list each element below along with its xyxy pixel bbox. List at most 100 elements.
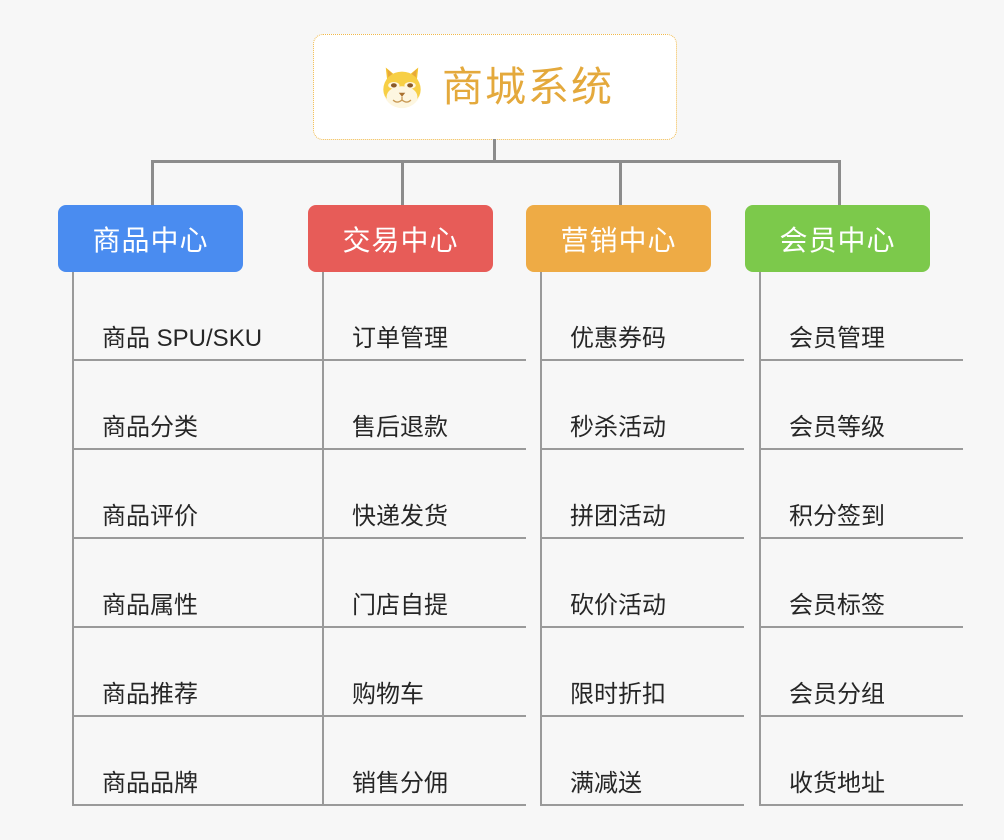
leaf-spine-4 [759, 272, 761, 806]
leaf-item[interactable]: 会员管理 [759, 272, 963, 361]
leaf-item-label: 商品推荐 [102, 680, 198, 708]
category-column-4: 会员中心会员管理会员等级积分签到会员标签会员分组收货地址 [745, 205, 963, 806]
leaf-item-underline: 会员管理 [759, 324, 963, 361]
connector-drop-1 [151, 160, 154, 208]
leaf-spine-3 [540, 272, 542, 806]
leaf-item-underline: 商品 SPU/SKU [72, 324, 331, 361]
leaf-item[interactable]: 积分签到 [759, 450, 963, 539]
leaf-list-3: 优惠券码秒杀活动拼团活动砍价活动限时折扣满减送 [540, 272, 744, 806]
leaf-item[interactable]: 满减送 [540, 717, 744, 806]
leaf-item[interactable]: 商品属性 [72, 539, 331, 628]
leaf-item-label: 限时折扣 [570, 680, 666, 708]
leaf-item[interactable]: 商品评价 [72, 450, 331, 539]
leaf-item-label: 订单管理 [352, 324, 448, 352]
leaf-spine-2 [322, 272, 324, 806]
leaf-item[interactable]: 商品分类 [72, 361, 331, 450]
leaf-item-underline: 砍价活动 [540, 591, 744, 628]
leaf-item[interactable]: 商品 SPU/SKU [72, 272, 331, 361]
leaf-item[interactable]: 限时折扣 [540, 628, 744, 717]
leaf-item-label: 商品 SPU/SKU [102, 324, 263, 352]
leaf-item-underline: 限时折扣 [540, 680, 744, 717]
category-header-1[interactable]: 商品中心 [58, 205, 243, 272]
leaf-item[interactable]: 秒杀活动 [540, 361, 744, 450]
leaf-list-4: 会员管理会员等级积分签到会员标签会员分组收货地址 [759, 272, 963, 806]
category-column-2: 交易中心订单管理售后退款快递发货门店自提购物车销售分佣 [308, 205, 526, 806]
leaf-item-underline: 快递发货 [322, 502, 526, 539]
leaf-item-underline: 会员分组 [759, 680, 963, 717]
leaf-item-label: 满减送 [570, 769, 642, 797]
leaf-item-underline: 会员等级 [759, 413, 963, 450]
leaf-item[interactable]: 商品品牌 [72, 717, 331, 806]
leaf-item-underline: 销售分佣 [322, 769, 526, 806]
connector-drop-3 [619, 160, 622, 208]
leaf-item[interactable]: 门店自提 [322, 539, 526, 628]
leaf-item-label: 会员等级 [789, 413, 885, 441]
leaf-item[interactable]: 购物车 [322, 628, 526, 717]
leaf-item-underline: 商品推荐 [72, 680, 331, 717]
leaf-item-label: 秒杀活动 [570, 413, 666, 441]
leaf-item[interactable]: 拼团活动 [540, 450, 744, 539]
leaf-item-underline: 商品评价 [72, 502, 331, 539]
leaf-item-underline: 购物车 [322, 680, 526, 717]
leaf-item-label: 积分签到 [789, 502, 885, 530]
leaf-item-underline: 拼团活动 [540, 502, 744, 539]
leaf-item[interactable]: 快递发货 [322, 450, 526, 539]
leaf-item[interactable]: 砍价活动 [540, 539, 744, 628]
leaf-item-underline: 优惠券码 [540, 324, 744, 361]
leaf-item-label: 快递发货 [352, 502, 448, 530]
leaf-item-underline: 满减送 [540, 769, 744, 806]
leaf-item-underline: 商品分类 [72, 413, 331, 450]
leaf-item-label: 会员分组 [789, 680, 885, 708]
leaf-item-label: 销售分佣 [352, 769, 448, 797]
leaf-list-1: 商品 SPU/SKU 商品分类商品评价商品属性商品推荐商品品牌 [72, 272, 331, 806]
root-title: 商城系统 [442, 63, 614, 110]
leaf-item-label: 门店自提 [352, 591, 448, 619]
leaf-item-underline: 门店自提 [322, 591, 526, 628]
category-header-label: 营销中心 [560, 224, 677, 256]
leaf-item[interactable]: 会员分组 [759, 628, 963, 717]
leaf-item[interactable]: 销售分佣 [322, 717, 526, 806]
leaf-item-label: 售后退款 [352, 413, 448, 441]
category-header-4[interactable]: 会员中心 [745, 205, 930, 272]
leaf-item-underline: 秒杀活动 [540, 413, 744, 450]
leaf-item[interactable]: 订单管理 [322, 272, 526, 361]
leaf-item-label: 拼团活动 [570, 502, 666, 530]
leaf-item[interactable]: 会员等级 [759, 361, 963, 450]
connector-drop-4 [838, 160, 841, 208]
leaf-item-label: 会员标签 [789, 591, 885, 619]
leaf-item[interactable]: 优惠券码 [540, 272, 744, 361]
leaf-item-underline: 订单管理 [322, 324, 526, 361]
category-header-label: 会员中心 [779, 224, 896, 256]
leaf-item-underline: 商品属性 [72, 591, 331, 628]
leaf-item-label: 会员管理 [789, 324, 885, 352]
leaf-item[interactable]: 商品推荐 [72, 628, 331, 717]
leaf-item-label: 砍价活动 [570, 591, 666, 619]
leaf-item-underline: 积分签到 [759, 502, 963, 539]
leaf-item-label: 商品评价 [102, 502, 198, 530]
leaf-item-label: 收货地址 [789, 769, 885, 797]
root-node[interactable]: 商城系统 [313, 34, 677, 140]
leaf-item-underline: 商品品牌 [72, 769, 331, 806]
leaf-spine-1 [72, 272, 74, 806]
category-header-2[interactable]: 交易中心 [308, 205, 493, 272]
leaf-item-label: 商品分类 [102, 413, 198, 441]
connector-drop-2 [401, 160, 404, 208]
leaf-item-label: 购物车 [352, 680, 424, 708]
category-column-1: 商品中心商品 SPU/SKU 商品分类商品评价商品属性商品推荐商品品牌 [58, 205, 331, 806]
category-header-label: 交易中心 [342, 224, 459, 256]
category-column-3: 营销中心优惠券码秒杀活动拼团活动砍价活动限时折扣满减送 [526, 205, 744, 806]
leaf-item[interactable]: 收货地址 [759, 717, 963, 806]
connector-root-vertical [493, 139, 496, 162]
leaf-item-label: 优惠券码 [570, 324, 666, 352]
category-header-label: 商品中心 [92, 224, 209, 256]
leaf-item-label: 商品属性 [102, 591, 198, 619]
leaf-item[interactable]: 会员标签 [759, 539, 963, 628]
leaf-item-underline: 收货地址 [759, 769, 963, 806]
leaf-item-underline: 会员标签 [759, 591, 963, 628]
leaf-item-label: 商品品牌 [102, 769, 198, 797]
leaf-item[interactable]: 售后退款 [322, 361, 526, 450]
leaf-item-underline: 售后退款 [322, 413, 526, 450]
leaf-list-2: 订单管理售后退款快递发货门店自提购物车销售分佣 [322, 272, 526, 806]
category-header-3[interactable]: 营销中心 [526, 205, 711, 272]
